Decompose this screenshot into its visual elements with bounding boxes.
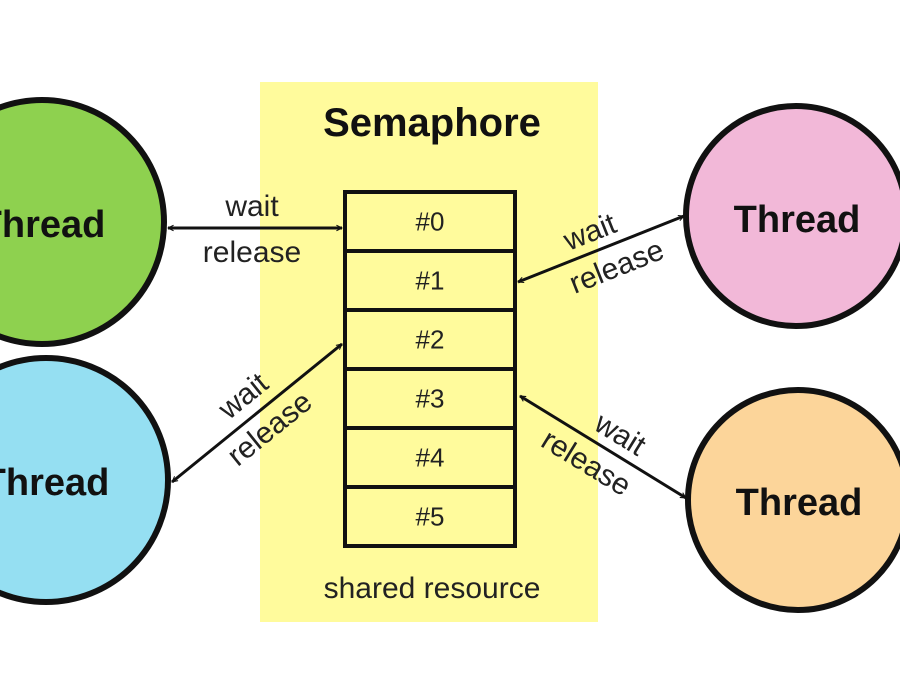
resource-slot-label: #4 [416, 443, 445, 473]
arrow-right-top [518, 214, 684, 284]
wait-label: wait [224, 190, 279, 223]
thread-left-bottom: Thread [0, 355, 171, 605]
resource-slot-label: #0 [416, 207, 445, 237]
resource-slot-label: #2 [416, 325, 445, 355]
thread-label: Thread [0, 462, 109, 504]
shared-resource-caption: shared resource [324, 572, 541, 605]
thread-label: Thread [734, 199, 861, 241]
thread-left-top: Thread [0, 97, 167, 347]
thread-circle [0, 355, 171, 605]
resource-slot-label: #3 [416, 384, 445, 414]
release-label: release [203, 236, 301, 269]
thread-label: Thread [736, 482, 863, 524]
resource-slot-label: #1 [416, 266, 445, 296]
semaphore-title: Semaphore [323, 101, 541, 145]
thread-circle [683, 103, 900, 329]
arrow-right-bottom [520, 394, 686, 500]
arrow-left-bottom [171, 342, 343, 484]
thread-circle [0, 97, 167, 347]
thread-right-bottom: Thread [685, 387, 900, 613]
thread-label: Thread [0, 204, 105, 246]
resource-slot [343, 485, 517, 548]
thread-right-top: Thread [683, 103, 900, 329]
resource-slot-label: #5 [416, 502, 445, 532]
resource-slots: #0 #1 #2 #3 #4 #5 [343, 190, 517, 548]
thread-circle [685, 387, 900, 613]
